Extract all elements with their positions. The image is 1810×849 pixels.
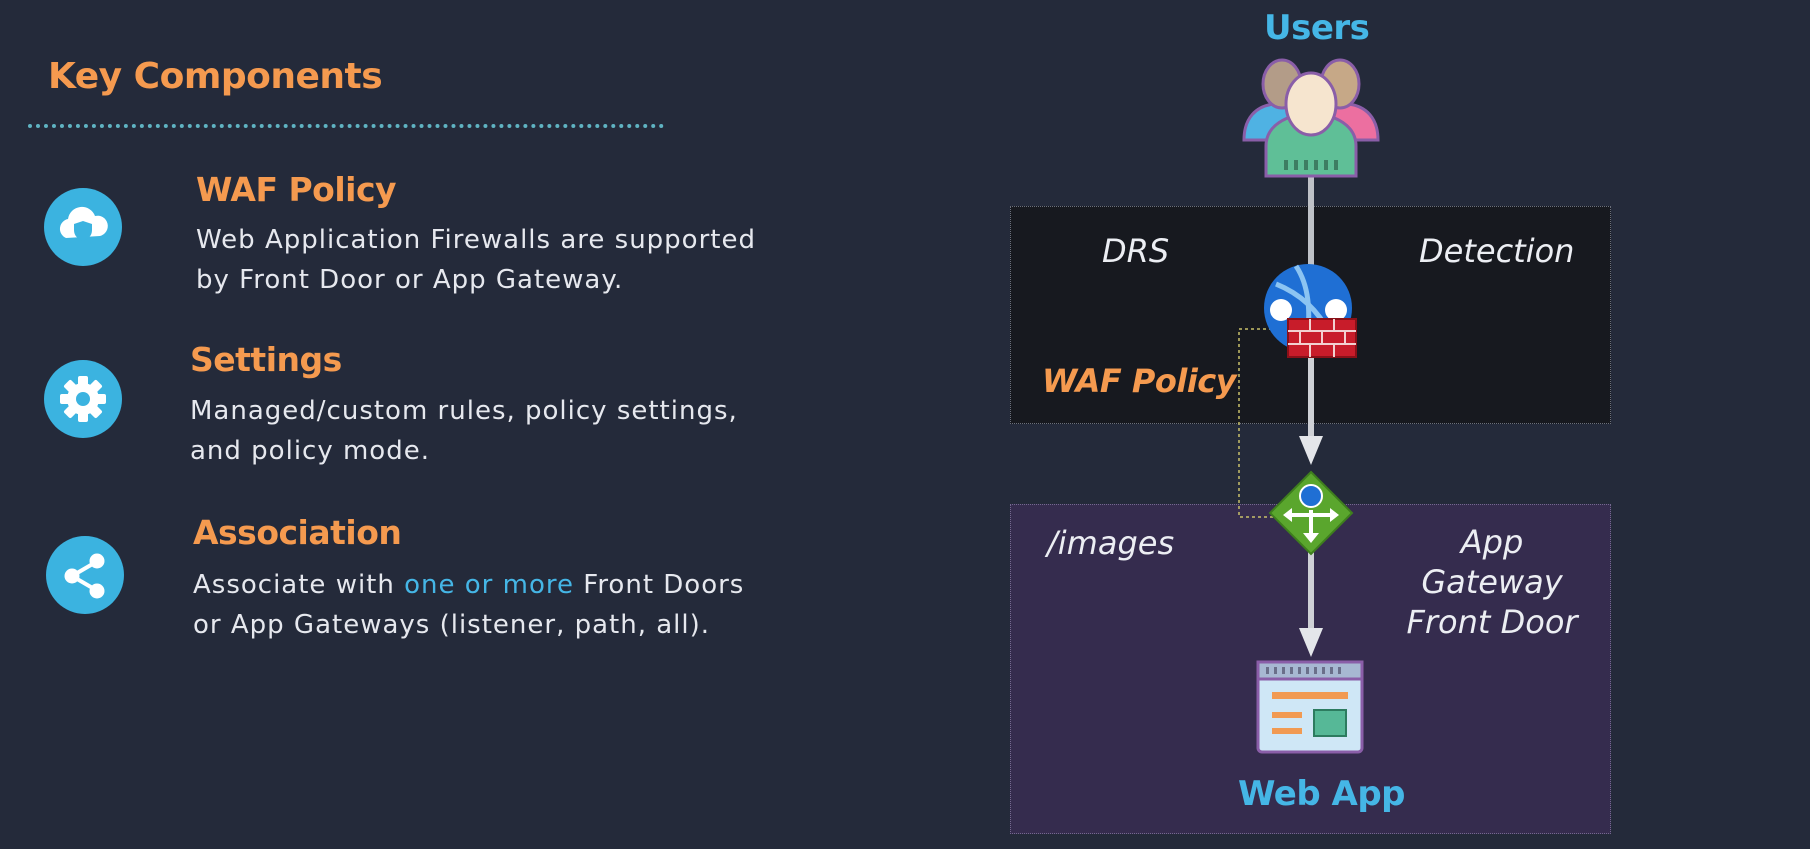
users-icon: [1242, 58, 1380, 178]
association-line1: Associate with one or more Front Doors: [193, 565, 744, 605]
waf-policy-line1: Web Application Firewalls are supported: [196, 225, 756, 255]
detection-label: Detection: [1419, 232, 1575, 270]
web-app-label: Web App: [1238, 774, 1406, 814]
association-line1-pre: Associate with: [193, 570, 405, 600]
waf-policy-heading: WAF Policy: [196, 170, 397, 209]
waf-association-link: [1238, 328, 1284, 518]
gateway-icon: [1268, 470, 1354, 556]
gear-icon: [44, 360, 122, 438]
association-heading: Association: [193, 513, 402, 552]
cloud-shield-icon: [44, 188, 122, 266]
gateway-line1: App Gateway: [1421, 523, 1563, 601]
section-title: Key Components: [48, 56, 383, 97]
association-line1-post: Front Doors: [573, 570, 745, 600]
association-line2: or App Gateways (listener, path, all).: [193, 610, 711, 640]
association-highlight: one or more: [404, 570, 574, 600]
users-label: Users: [1264, 8, 1370, 48]
dotted-divider: [28, 124, 664, 128]
drs-label: DRS: [1102, 232, 1170, 270]
settings-line1: Managed/custom rules, policy settings,: [190, 396, 738, 426]
settings-line2: and policy mode.: [190, 436, 430, 466]
gateway-type-label: App Gateway Front Door: [1392, 522, 1592, 642]
waf-policy-line2: by Front Door or App Gateway.: [196, 265, 624, 295]
waf-firewall-icon: [1264, 264, 1357, 358]
web-app-icon: [1256, 660, 1364, 754]
association-description: Associate with one or more Front Doors o…: [193, 565, 744, 645]
waf-policy-label: WAF Policy: [1042, 362, 1237, 400]
gateway-line2: Front Door: [1406, 603, 1578, 641]
path-label: /images: [1047, 524, 1175, 562]
waf-policy-description: Web Application Firewalls are supported …: [196, 220, 756, 300]
arrow-to-gateway: [1299, 436, 1323, 465]
arrow-to-webapp: [1299, 628, 1323, 657]
settings-heading: Settings: [190, 340, 342, 379]
settings-description: Managed/custom rules, policy settings, a…: [190, 391, 738, 471]
share-icon: [46, 536, 124, 614]
